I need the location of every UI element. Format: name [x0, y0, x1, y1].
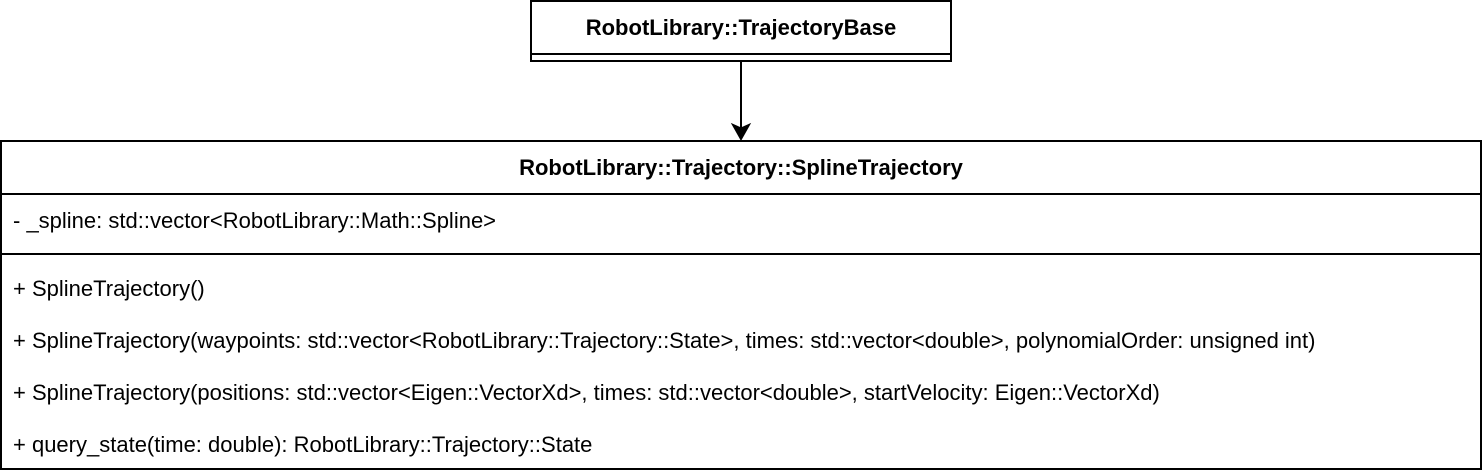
method-waypoints-constructor: + SplineTrajectory(waypoints: std::vecto… [13, 328, 1316, 353]
attributes-methods-divider [2, 253, 1480, 255]
derived-class-name: RobotLibrary::Trajectory::SplineTrajecto… [519, 155, 963, 180]
method-query-state: + query_state(time: double): RobotLibrar… [13, 432, 593, 457]
derived-class-box[interactable]: RobotLibrary::Trajectory::SplineTrajecto… [0, 140, 1482, 470]
arrow-head [730, 122, 752, 142]
method-positions-constructor: + SplineTrajectory(positions: std::vecto… [13, 380, 1160, 405]
name-attributes-divider [2, 193, 1480, 195]
base-class-name: RobotLibrary::TrajectoryBase [585, 15, 897, 40]
base-class-box[interactable]: RobotLibrary::TrajectoryBase [530, 0, 952, 62]
base-class-divider [532, 53, 950, 55]
method-default-constructor: + SplineTrajectory() [13, 276, 205, 301]
attribute-spline: - _spline: std::vector<RobotLibrary::Mat… [13, 208, 497, 233]
